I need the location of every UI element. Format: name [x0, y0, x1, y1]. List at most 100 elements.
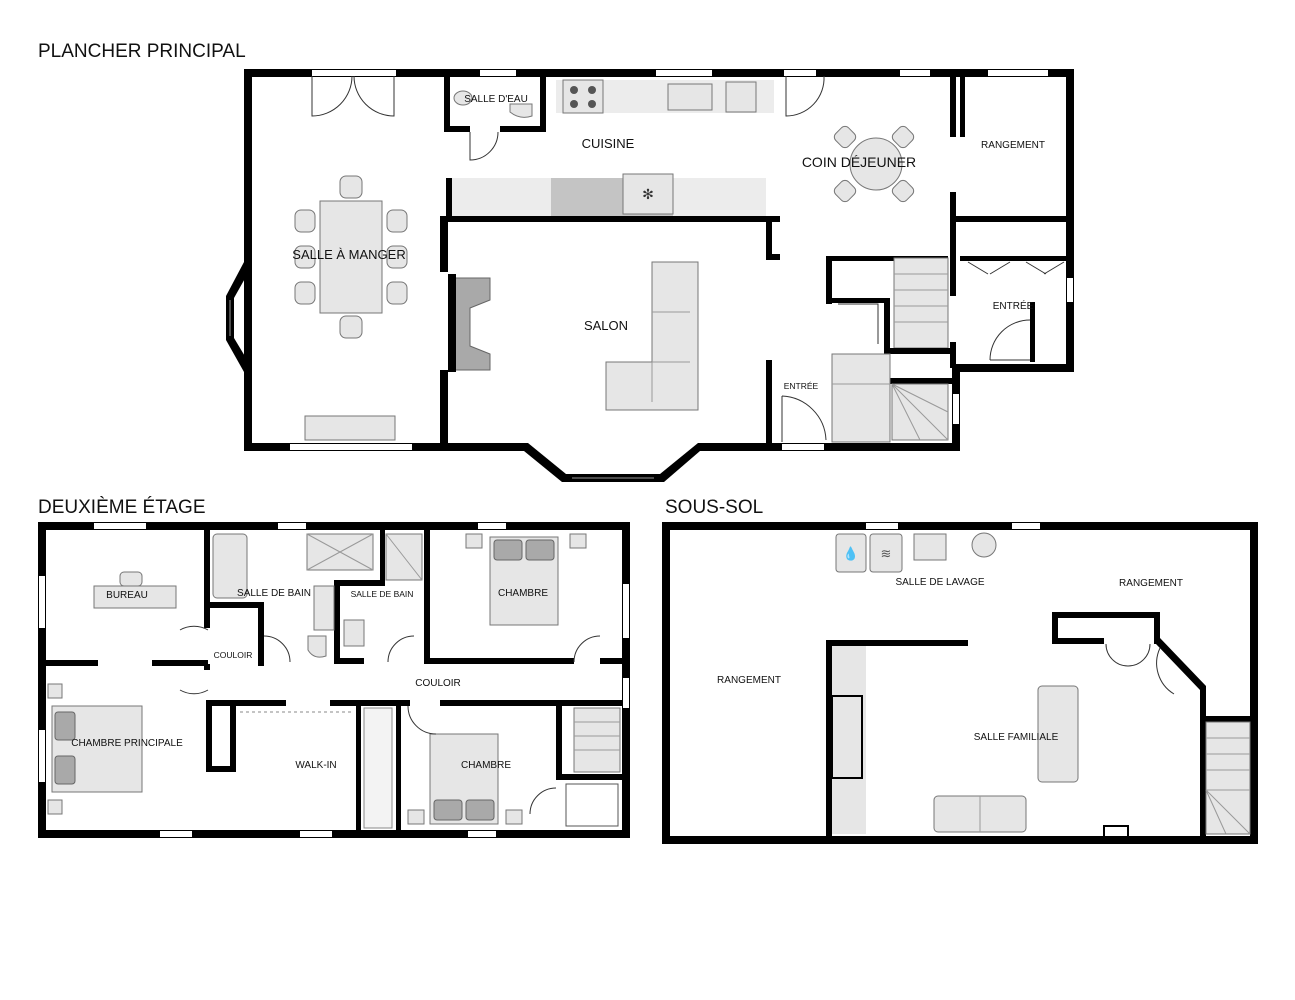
- window: [290, 444, 412, 450]
- bay-window-wall: [446, 443, 768, 482]
- wall: [556, 706, 562, 780]
- main-floor-plan: ✻: [226, 69, 1074, 482]
- vanity: [313, 585, 335, 631]
- heat-waves-icon: ≋: [881, 547, 892, 562]
- wall: [890, 348, 952, 354]
- toilet: [307, 635, 327, 658]
- wall: [152, 660, 208, 666]
- chair: [386, 245, 408, 269]
- door-swing: [179, 625, 209, 631]
- room-label-chambre: CHAMBRE: [498, 588, 548, 599]
- wall: [334, 580, 382, 586]
- window: [623, 678, 629, 708]
- laundry-sink: [913, 533, 947, 561]
- main-floor-title: PLANCHER PRINCIPAL: [38, 41, 246, 62]
- room-label-couloir-small: COULOIR: [214, 650, 253, 660]
- room-label-couloir: COULOIR: [415, 678, 461, 689]
- wall: [556, 774, 622, 780]
- wall: [826, 298, 890, 303]
- wall: [1156, 638, 1206, 716]
- wall: [446, 178, 452, 216]
- room-label-salle-de-lavage: SALLE DE LAVAGE: [895, 577, 984, 588]
- wall: [444, 126, 470, 132]
- wall: [1154, 612, 1160, 644]
- pillow: [54, 755, 76, 785]
- chair: [294, 281, 316, 305]
- stair-step: [1205, 789, 1227, 835]
- wall: [440, 370, 448, 450]
- basement-plan: 💧 ≋ SALLE DE LAVAGE RANGEMENT RANGEMENT …: [662, 522, 1258, 844]
- wall: [662, 522, 670, 844]
- wall: [206, 766, 236, 772]
- window: [300, 831, 332, 837]
- room-label-salle-deau: SALLE D'EAU: [464, 94, 528, 105]
- wall: [960, 256, 1074, 261]
- door-swing: [469, 131, 499, 161]
- wall: [826, 640, 832, 836]
- wall: [258, 602, 264, 666]
- pillow: [525, 539, 555, 561]
- chair: [294, 245, 316, 269]
- wall: [424, 530, 430, 664]
- shelving: [832, 646, 866, 834]
- stair-step: [891, 383, 949, 413]
- room-label-rangement-top: RANGEMENT: [1119, 578, 1183, 589]
- window: [900, 70, 930, 76]
- toilet: [509, 103, 533, 118]
- stairs: [573, 707, 621, 773]
- wall: [38, 522, 46, 838]
- wall: [1030, 302, 1035, 362]
- wall: [1200, 716, 1258, 722]
- room-label-entree: ENTRÉE: [993, 299, 1034, 312]
- wall: [766, 254, 780, 260]
- wall: [890, 378, 952, 384]
- room-label-salle-de-bain: SALLE DE BAIN: [237, 588, 311, 599]
- landing: [831, 353, 891, 443]
- window: [94, 523, 146, 529]
- wall: [1052, 612, 1058, 642]
- wall: [396, 700, 401, 830]
- room-label-chambre-2: CHAMBRE: [461, 760, 511, 771]
- burner: [570, 100, 578, 108]
- wall: [1052, 612, 1160, 618]
- chair: [386, 209, 408, 233]
- shower-line: [385, 533, 423, 581]
- stair-step: [891, 383, 921, 441]
- burner: [588, 100, 596, 108]
- wall: [540, 77, 546, 132]
- wall: [600, 658, 622, 664]
- door-swing: [407, 705, 437, 735]
- wall: [330, 700, 410, 706]
- bathtub: [212, 533, 248, 599]
- wall: [766, 360, 772, 443]
- stair-step: [1205, 789, 1251, 835]
- wall: [766, 216, 772, 260]
- wall: [826, 640, 968, 646]
- window: [988, 70, 1048, 76]
- wall: [340, 658, 364, 664]
- room-label-entree-secondary: ENTRÉE: [784, 381, 819, 391]
- room-label-chambre-principale: CHAMBRE PRINCIPALE: [71, 738, 183, 749]
- wall: [206, 700, 286, 706]
- stairs: [1205, 721, 1251, 835]
- window: [478, 523, 506, 529]
- window: [1012, 523, 1040, 529]
- wall: [204, 602, 264, 608]
- room-label-coin-dejeuner: COIN DÉJEUNER: [802, 154, 916, 170]
- window: [656, 70, 712, 76]
- fireplace: [451, 277, 491, 371]
- window: [160, 831, 192, 837]
- window: [784, 70, 816, 76]
- wall: [960, 77, 965, 137]
- washer: [835, 533, 867, 573]
- fireplace: [831, 695, 863, 779]
- wall: [826, 256, 948, 261]
- door-swing: [838, 303, 879, 344]
- second-floor-title: DEUXIÈME ÉTAGE: [38, 497, 206, 518]
- wall: [884, 298, 890, 354]
- wall: [334, 580, 340, 664]
- bench: [304, 415, 396, 441]
- pillow: [433, 799, 463, 821]
- nightstand: [407, 809, 425, 825]
